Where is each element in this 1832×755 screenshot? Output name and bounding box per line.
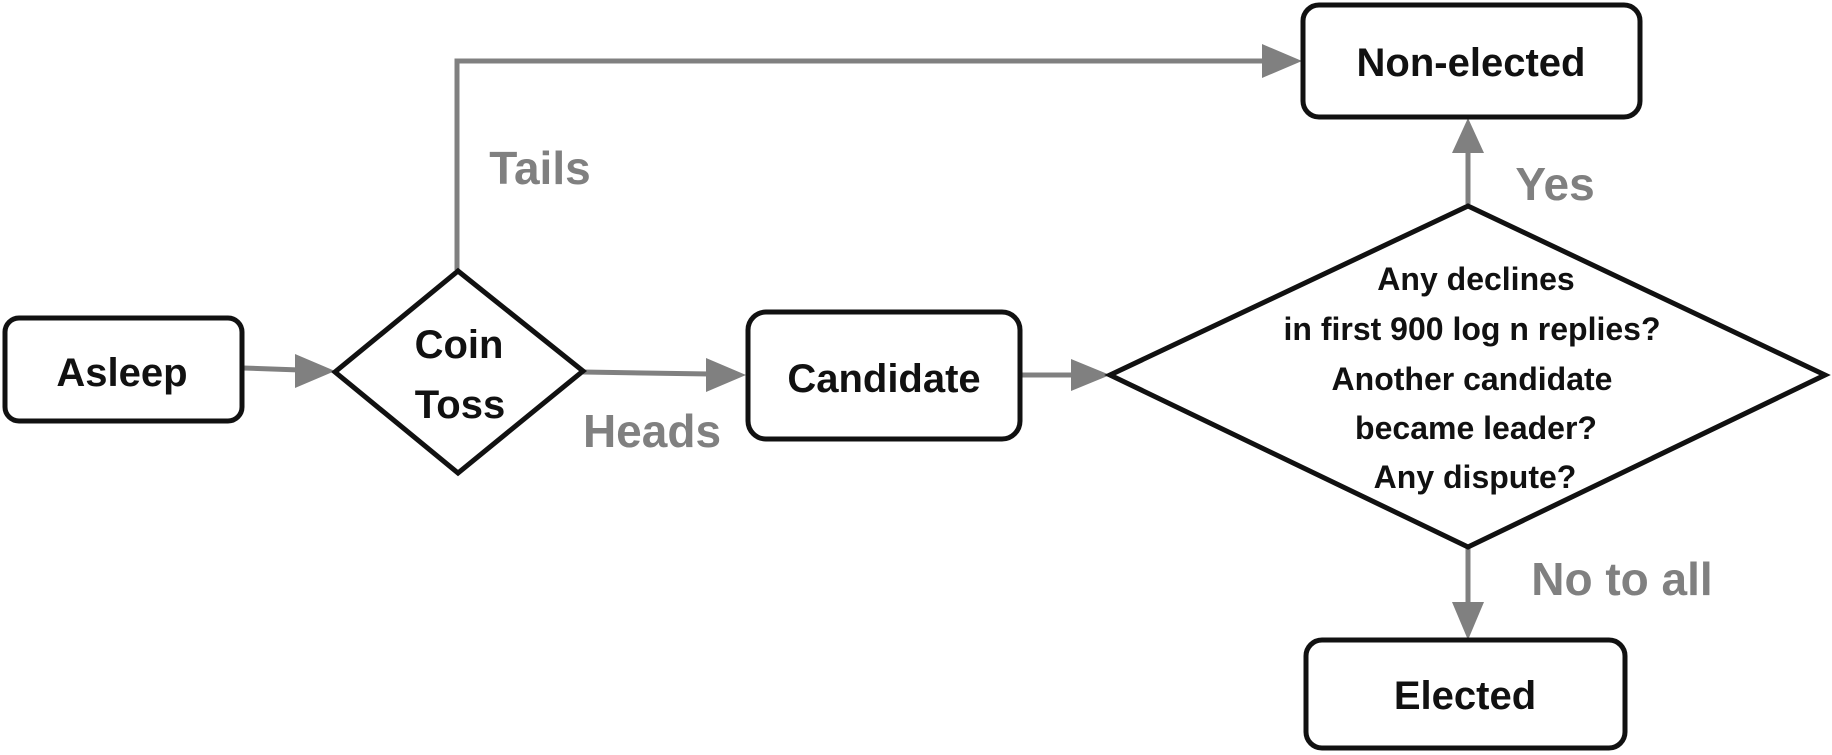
node-candidate-label: Candidate bbox=[787, 357, 980, 401]
arrowhead-elected bbox=[1452, 602, 1484, 640]
node-coin-toss-diamond bbox=[331, 267, 587, 477]
node-non-elected-label: Non-elected bbox=[1357, 41, 1586, 85]
node-asleep: Asleep bbox=[2, 315, 245, 424]
edge-asleep-to-coin-toss bbox=[242, 365, 301, 373]
edges bbox=[242, 44, 1484, 640]
node-coin-toss-line-1: Coin bbox=[415, 323, 504, 367]
arrowhead-non-elected-bottom bbox=[1452, 118, 1484, 153]
node-elected-label: Elected bbox=[1394, 674, 1536, 718]
node-decision-line-1: Any declines bbox=[1377, 261, 1574, 297]
node-decision: Any declines in first 900 log n replies?… bbox=[1104, 203, 1831, 550]
label-yes: Yes bbox=[1515, 158, 1594, 210]
edge-labels: Tails Heads Yes No to all bbox=[489, 142, 1712, 605]
node-candidate-box bbox=[745, 309, 1023, 442]
edge-heads bbox=[582, 369, 711, 377]
arrowhead-decision bbox=[1071, 359, 1110, 391]
label-tails: Tails bbox=[489, 142, 590, 194]
node-coin-toss: Coin Toss bbox=[331, 267, 587, 477]
node-elected-box bbox=[1303, 637, 1628, 751]
node-decision-line-2: in first 900 log n replies? bbox=[1284, 311, 1661, 347]
node-asleep-box bbox=[2, 315, 245, 424]
node-decision-line-4: became leader? bbox=[1355, 410, 1597, 446]
node-coin-toss-line-2: Toss bbox=[415, 383, 505, 427]
label-heads: Heads bbox=[583, 405, 721, 457]
node-elected: Elected bbox=[1303, 637, 1628, 751]
node-asleep-label: Asleep bbox=[56, 351, 187, 395]
arrowhead-candidate bbox=[706, 358, 746, 392]
node-decision-line-3: Another candidate bbox=[1332, 361, 1613, 397]
node-decision-line-5: Any dispute? bbox=[1374, 459, 1577, 495]
label-no-to-all: No to all bbox=[1531, 553, 1712, 605]
node-decision-diamond bbox=[1104, 203, 1831, 550]
edge-tails bbox=[454, 58, 1265, 270]
arrowhead-coin-toss bbox=[295, 354, 335, 388]
node-candidate: Candidate bbox=[745, 309, 1023, 442]
arrowhead-non-elected-left bbox=[1262, 44, 1302, 78]
node-non-elected: Non-elected bbox=[1300, 2, 1643, 120]
node-non-elected-box bbox=[1300, 2, 1643, 120]
